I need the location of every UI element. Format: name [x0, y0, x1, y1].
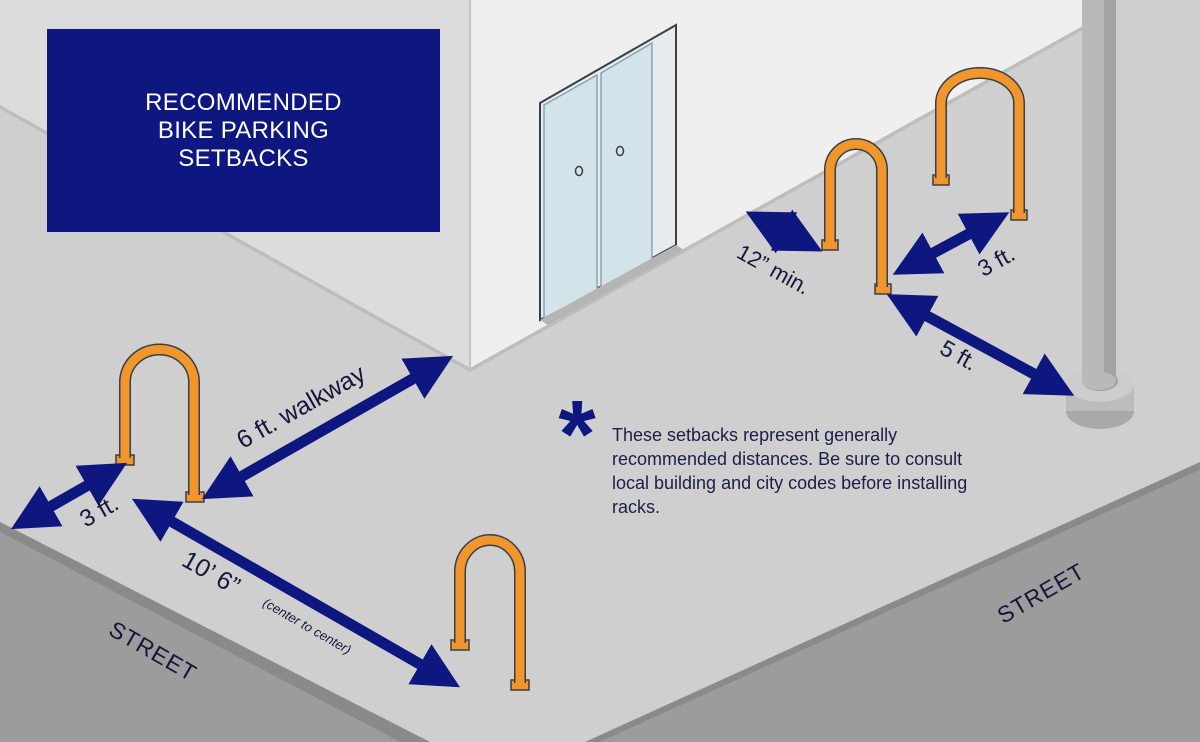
pole-clearance-arrow	[886, 294, 1075, 396]
title-text: RECOMMENDED BIKE PARKING SETBACKS	[145, 88, 342, 172]
door-handle-right	[615, 145, 625, 157]
rack-spacing-arrow	[131, 498, 461, 688]
asterisk-icon: *	[558, 381, 596, 488]
door-handle-left	[574, 165, 584, 177]
wall-clearance-arrow	[745, 209, 823, 254]
setback-disclaimer: These setbacks represent generally recom…	[612, 425, 968, 517]
curb-right	[585, 462, 1200, 742]
walkway-arrow	[201, 355, 454, 500]
bike-rack-upper-right	[932, 67, 1028, 221]
glass-door	[539, 23, 684, 325]
title-banner: RECOMMENDED BIKE PARKING SETBACKS	[47, 29, 440, 232]
side-setback-left-arrow	[10, 462, 128, 530]
bike-rack-upper-left	[821, 138, 892, 295]
bike-rack-left	[115, 343, 205, 503]
side-setback-right-arrow	[892, 212, 1010, 275]
light-pole	[1066, 0, 1134, 429]
